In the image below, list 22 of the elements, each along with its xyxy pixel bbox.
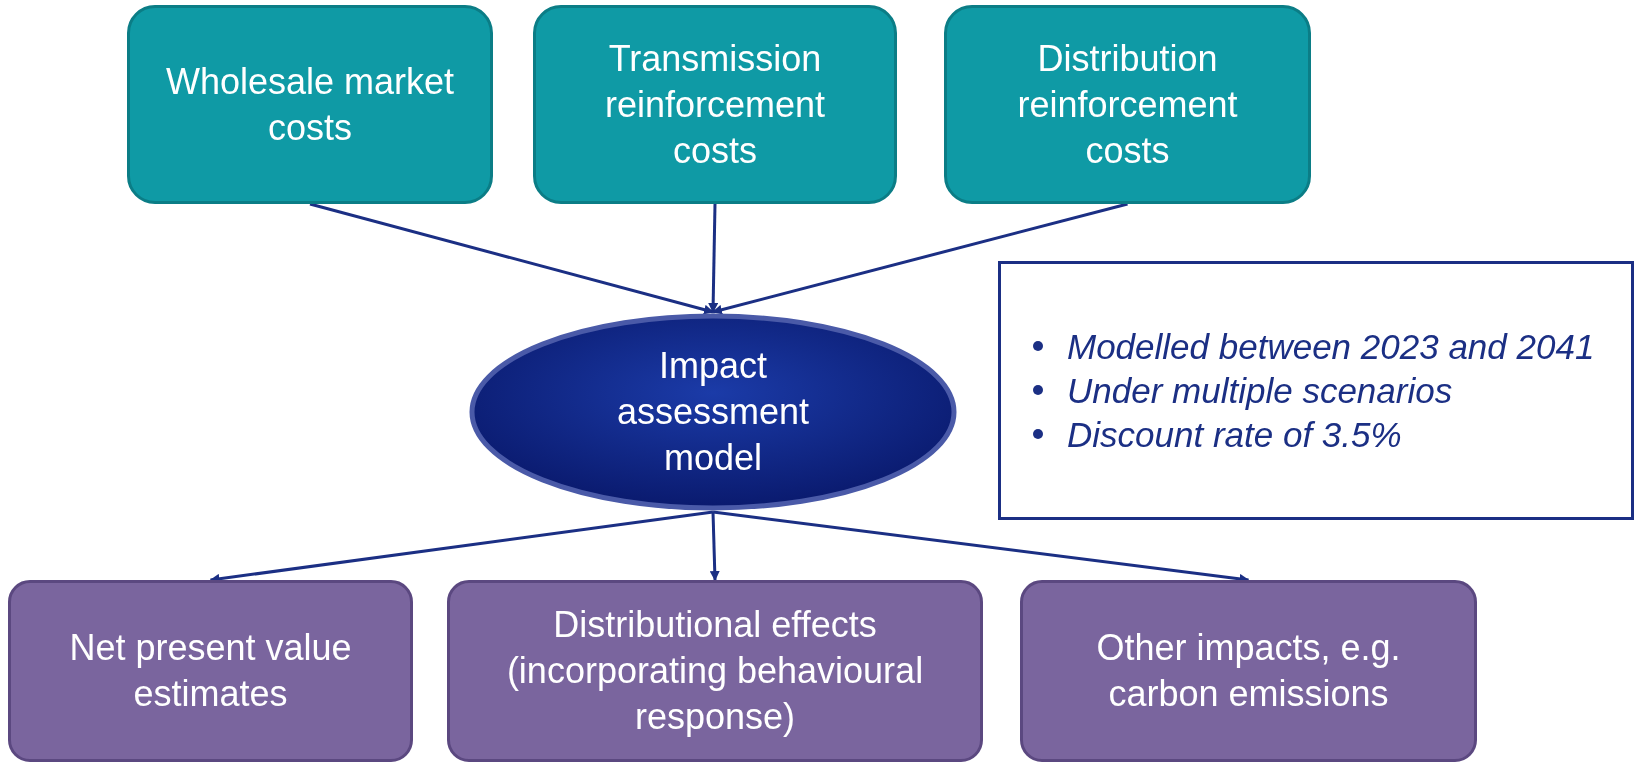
node-label: Transmission reinforcement costs bbox=[603, 36, 827, 173]
note-text: Discount rate of 3.5% bbox=[1067, 413, 1402, 456]
note-text: Modelled between 2023 and 2041 bbox=[1067, 325, 1595, 368]
node-label: Distributional effects (incorporating behavioural response) bbox=[505, 603, 925, 739]
arrow bbox=[712, 202, 1128, 315]
output-box bbox=[8, 580, 413, 762]
input-box bbox=[127, 5, 493, 204]
model-ellipse bbox=[468, 312, 958, 512]
output-box bbox=[447, 580, 983, 762]
node-label: Other impacts, e.g. carbon emissions bbox=[1095, 626, 1402, 716]
note-box bbox=[998, 261, 1634, 520]
input-box bbox=[944, 5, 1311, 204]
input-box bbox=[533, 5, 897, 204]
note-text: Under multiple scenarios bbox=[1067, 369, 1453, 412]
arrow bbox=[709, 511, 720, 581]
node-label: Net present value estimates bbox=[68, 626, 353, 716]
arrow bbox=[708, 203, 719, 313]
node-label: Impact assessment model bbox=[615, 344, 811, 480]
node-label: Wholesale market costs bbox=[164, 59, 456, 150]
node-label: Distribution reinforcement costs bbox=[1016, 36, 1239, 173]
arrow bbox=[309, 202, 714, 315]
output-box bbox=[1020, 580, 1477, 762]
